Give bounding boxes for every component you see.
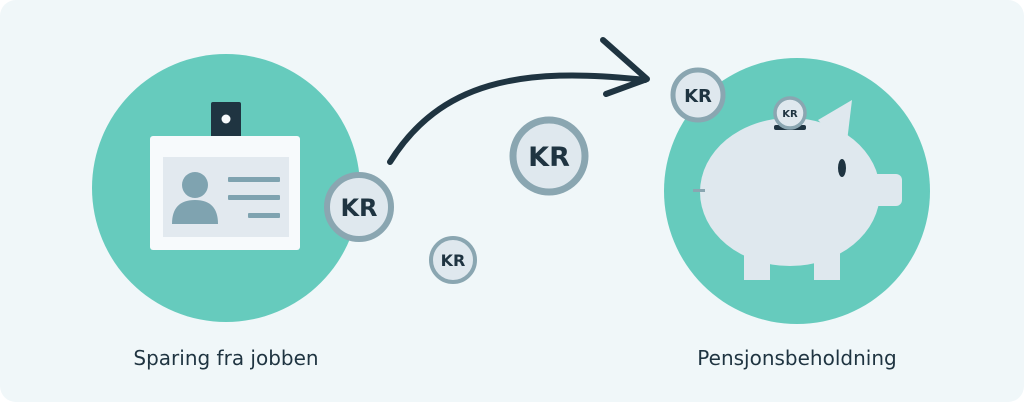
id-badge-icon [150, 102, 300, 250]
piggy-bank-icon [693, 100, 902, 280]
kr-coin-icon: KR [324, 172, 394, 242]
coin-label: KR [684, 86, 712, 107]
pension-caption: Pensjonsbeholdning [697, 346, 897, 370]
kr-coin-icon: KR [509, 116, 589, 196]
coin-label: KR [782, 109, 798, 120]
kr-coin-icon: KR [429, 236, 477, 284]
work-savings-group [92, 54, 360, 322]
work-savings-caption: Sparing fra jobben [133, 346, 319, 370]
coin-label: KR [528, 142, 570, 173]
coin-label: KR [441, 251, 466, 270]
pension-group: KR [664, 58, 930, 324]
curved-arrow-icon [387, 37, 650, 165]
kr-coin-icon: KR [773, 96, 807, 130]
coin-label: KR [340, 194, 377, 222]
kr-coin-icon: KR [670, 67, 726, 123]
